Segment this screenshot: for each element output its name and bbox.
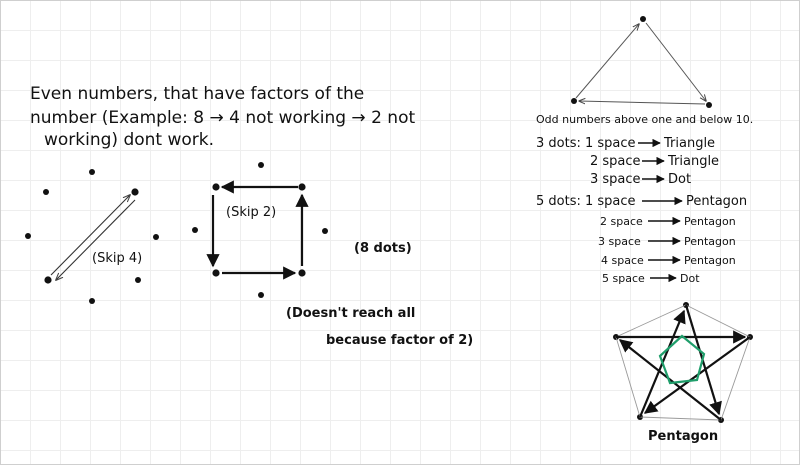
result-pentagon-4: Pentagon xyxy=(684,254,736,267)
result-dot-2: Dot xyxy=(680,272,700,285)
dot xyxy=(43,189,49,195)
dot xyxy=(44,276,52,284)
triangle-edge xyxy=(579,101,706,105)
dot xyxy=(322,228,328,234)
dot xyxy=(706,102,712,108)
odd-heading: Odd numbers above one and below 10. xyxy=(536,113,753,126)
octagon-skip4-diagram: (Skip 4) xyxy=(25,169,159,304)
dot xyxy=(298,269,306,277)
outer-pentagon xyxy=(615,304,751,421)
dot xyxy=(298,183,306,191)
odd-number-notes: Odd numbers above one and below 10. 3 do… xyxy=(536,113,753,285)
space-label: 5 space xyxy=(602,272,645,285)
star-stroke xyxy=(618,339,722,421)
triangle-edge xyxy=(645,22,706,101)
dot xyxy=(212,269,220,277)
triangle-edge xyxy=(575,24,639,99)
star-diagram: Pentagon xyxy=(613,302,753,444)
dot xyxy=(258,162,264,168)
space-label: 2 space xyxy=(590,154,641,169)
reason-line-2: because factor of 2) xyxy=(326,333,473,348)
star-label: Pentagon xyxy=(648,429,718,444)
dot xyxy=(153,234,159,240)
dot xyxy=(640,16,646,22)
note-line-2: number (Example: 8 → 4 not working → 2 n… xyxy=(30,108,415,128)
reason-line-1: (Doesn't reach all xyxy=(286,306,415,321)
result-dot-1: Dot xyxy=(668,172,691,187)
three-dots-label: 3 dots: 1 space xyxy=(536,136,636,151)
dot xyxy=(89,298,95,304)
dot xyxy=(571,98,577,104)
result-pentagon-1: Pentagon xyxy=(686,194,747,209)
dot xyxy=(258,292,264,298)
five-dots-label: 5 dots: 1 space xyxy=(536,194,636,209)
dot xyxy=(89,169,95,175)
dot xyxy=(192,227,198,233)
dot xyxy=(135,277,141,283)
skip2-label: (Skip 2) xyxy=(226,205,276,220)
dots-label: (8 dots) xyxy=(354,241,412,256)
result-triangle-2: Triangle xyxy=(667,154,719,169)
note-line-1: Even numbers, that have factors of the xyxy=(30,84,364,104)
space-label: 4 space xyxy=(601,254,644,267)
result-triangle-1: Triangle xyxy=(663,136,715,151)
result-pentagon-2: Pentagon xyxy=(684,215,736,228)
space-label: 3 space xyxy=(598,235,641,248)
octagon-skip2-diagram: (Skip 2) (8 dots) (Doesn't reach all bec… xyxy=(192,162,473,348)
dot xyxy=(131,188,139,196)
note-line-3: working) dont work. xyxy=(44,130,214,150)
skip-arrow xyxy=(50,195,130,276)
triangle-diagram xyxy=(571,16,712,108)
inner-pentagon xyxy=(658,334,706,385)
result-pentagon-3: Pentagon xyxy=(684,235,736,248)
skip4-label: (Skip 4) xyxy=(92,251,142,266)
space-label: 3 space xyxy=(590,172,641,187)
dot xyxy=(212,183,220,191)
skip-arrow xyxy=(56,199,136,280)
dot xyxy=(25,233,31,239)
space-label: 2 space xyxy=(600,215,643,228)
